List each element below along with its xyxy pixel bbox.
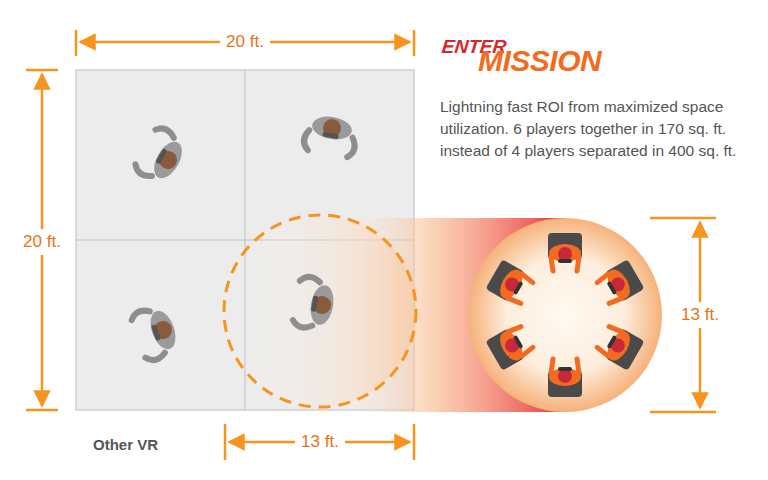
description-text: Lightning fast ROI from maximized space … xyxy=(440,96,758,162)
dimension-label: 13 ft. xyxy=(679,302,721,328)
dimension-label: 20 ft. xyxy=(21,229,63,255)
dimension-label: 20 ft. xyxy=(220,32,270,52)
logo-word: MISSION xyxy=(478,44,601,78)
section-label: Other VR xyxy=(93,436,158,453)
dimension-label: 13 ft. xyxy=(295,432,345,452)
